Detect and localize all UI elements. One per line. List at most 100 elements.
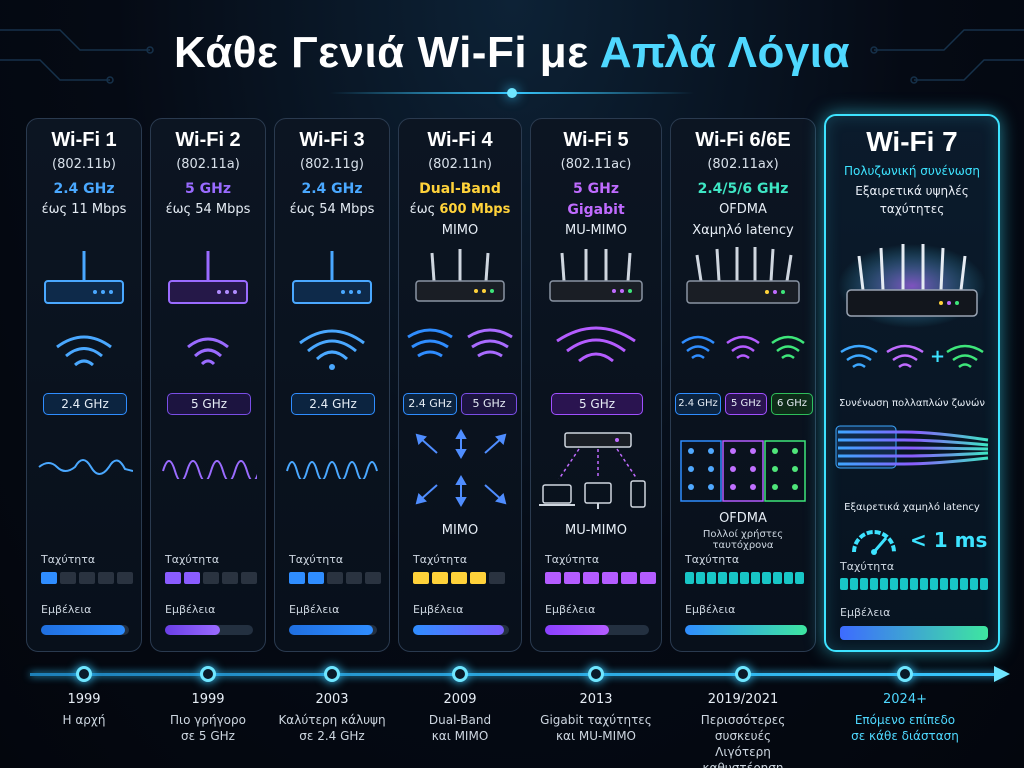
speed-segment <box>583 572 599 584</box>
speed-segment <box>545 572 561 584</box>
generation-extra: MIMO <box>441 223 479 238</box>
speed-segment <box>41 572 57 584</box>
speed-segment <box>900 578 908 590</box>
speed-segment <box>327 572 343 584</box>
generation-card-wifi-7: Wi-Fi 7 Πολυζωνική συνένωση Εξαιρετικά υ… <box>824 114 1000 652</box>
speed-segment <box>795 572 804 584</box>
speed-segment <box>920 578 928 590</box>
generation-name: Wi-Fi 2 <box>175 129 241 151</box>
speed-segment <box>970 578 978 590</box>
title-accent: Απλά Λόγια <box>599 28 851 77</box>
speed-segment <box>564 572 580 584</box>
generation-band: 5 GHz <box>185 181 231 197</box>
wifi-waves-icon <box>681 335 805 360</box>
band-pill-6ghz: 6 GHz <box>771 393 813 415</box>
range-fill <box>840 626 988 640</box>
wifi-waves-icon <box>299 329 365 370</box>
mimo-arrows-icon <box>415 429 507 508</box>
generation-standard: (802.11a) <box>176 157 240 172</box>
speed-segment <box>890 578 898 590</box>
generation-extra: MU-MIMO <box>565 223 627 238</box>
speedometer-icon <box>852 530 896 555</box>
speed-meter <box>685 572 804 584</box>
generation-card-wifi-2: Wi-Fi 2 (802.11a) 5 GHz έως 54 Mbps 5 GH… <box>150 118 266 652</box>
speed-segment <box>432 572 448 584</box>
speed-segment <box>729 572 738 584</box>
signal-wave-icon <box>286 461 378 479</box>
timeline-node <box>452 666 468 682</box>
speed-segment <box>222 572 238 584</box>
range-fill <box>685 625 807 635</box>
timeline-node <box>897 666 913 682</box>
generation-standard: (802.11n) <box>428 157 492 172</box>
circuit-decoration-right <box>870 29 1024 84</box>
speed-segment <box>980 578 988 590</box>
generation-band: Dual-Band <box>419 181 501 197</box>
ofdma-grid-icon <box>680 440 806 502</box>
band-pill-5ghz: 5 GHz <box>551 393 643 415</box>
wifi-waves-icon <box>187 337 229 366</box>
router-icon <box>549 249 643 302</box>
timeline-year: 2003 <box>315 692 349 707</box>
range-label: Εμβέλεια <box>685 603 736 616</box>
timeline-desc-line: Καλύτερη κάλυψη <box>278 713 386 727</box>
range-fill <box>41 625 125 635</box>
speed-segment <box>346 572 362 584</box>
speed-segment <box>60 572 76 584</box>
speed-segment <box>289 572 305 584</box>
router-icon <box>415 249 505 302</box>
range-label: Εμβέλεια <box>289 603 340 616</box>
generation-rate: έως 11 Mbps <box>41 202 127 217</box>
generation-extra: Χαμηλό latency <box>692 223 794 238</box>
timeline-axis <box>30 673 1002 676</box>
speed-segment <box>685 572 694 584</box>
generation-band-2: Gigabit <box>567 202 625 218</box>
timeline-desc-line: Επόμενο επίπεδο <box>854 713 956 727</box>
latency-value: < 1 ms <box>910 528 988 552</box>
timeline-node <box>735 666 751 682</box>
generation-extra: ταχύτητες <box>879 202 945 216</box>
speed-segment <box>880 578 888 590</box>
generation-band: 2.4 GHz <box>301 181 363 197</box>
speed-segment <box>241 572 257 584</box>
title-main: Κάθε Γενιά Wi-Fi με <box>173 28 589 77</box>
range-label: Εμβέλεια <box>413 603 464 616</box>
speed-segment <box>696 572 705 584</box>
speed-meter <box>840 578 988 590</box>
speed-segment <box>707 572 716 584</box>
speed-meter <box>545 572 656 584</box>
range-fill <box>289 625 373 635</box>
speed-segment <box>98 572 114 584</box>
band-pill-5ghz: 5 GHz <box>725 393 767 415</box>
speed-meter <box>165 572 257 584</box>
generation-rate: OFDMA <box>719 202 767 217</box>
speed-segment <box>762 572 771 584</box>
speed-segment <box>365 572 381 584</box>
timeline-desc-line: Η αρχή <box>62 713 106 727</box>
speed-segment <box>930 578 938 590</box>
range-bar <box>289 625 377 635</box>
timeline-year: 1999 <box>67 692 101 707</box>
speed-segment <box>451 572 467 584</box>
speed-segment <box>718 572 727 584</box>
timeline-desc-line: και MIMO <box>431 729 489 743</box>
timeline-year: 1999 <box>191 692 225 707</box>
latency-label: Εξαιρετικά χαμηλό latency <box>844 502 980 513</box>
range-bar <box>685 625 807 635</box>
speed-segment <box>860 578 868 590</box>
range-bar <box>41 625 129 635</box>
timeline-node <box>200 666 216 682</box>
speed-label: Ταχύτητα <box>545 553 600 566</box>
speed-meter <box>289 572 381 584</box>
speed-segment <box>640 572 656 584</box>
generation-card-wifi-6: Wi-Fi 6/6E (802.11ax) 2.4/5/6 GHz OFDMA … <box>670 118 816 652</box>
page-title: Κάθε Γενιά Wi-Fi με Απλά Λόγια <box>0 28 1024 78</box>
band-pill-5ghz: 5 GHz <box>461 393 517 415</box>
range-label: Εμβέλεια <box>165 603 216 616</box>
generation-rate: έως 54 Mbps <box>289 202 375 217</box>
title-underline-dot <box>507 88 517 98</box>
speed-segment <box>740 572 749 584</box>
